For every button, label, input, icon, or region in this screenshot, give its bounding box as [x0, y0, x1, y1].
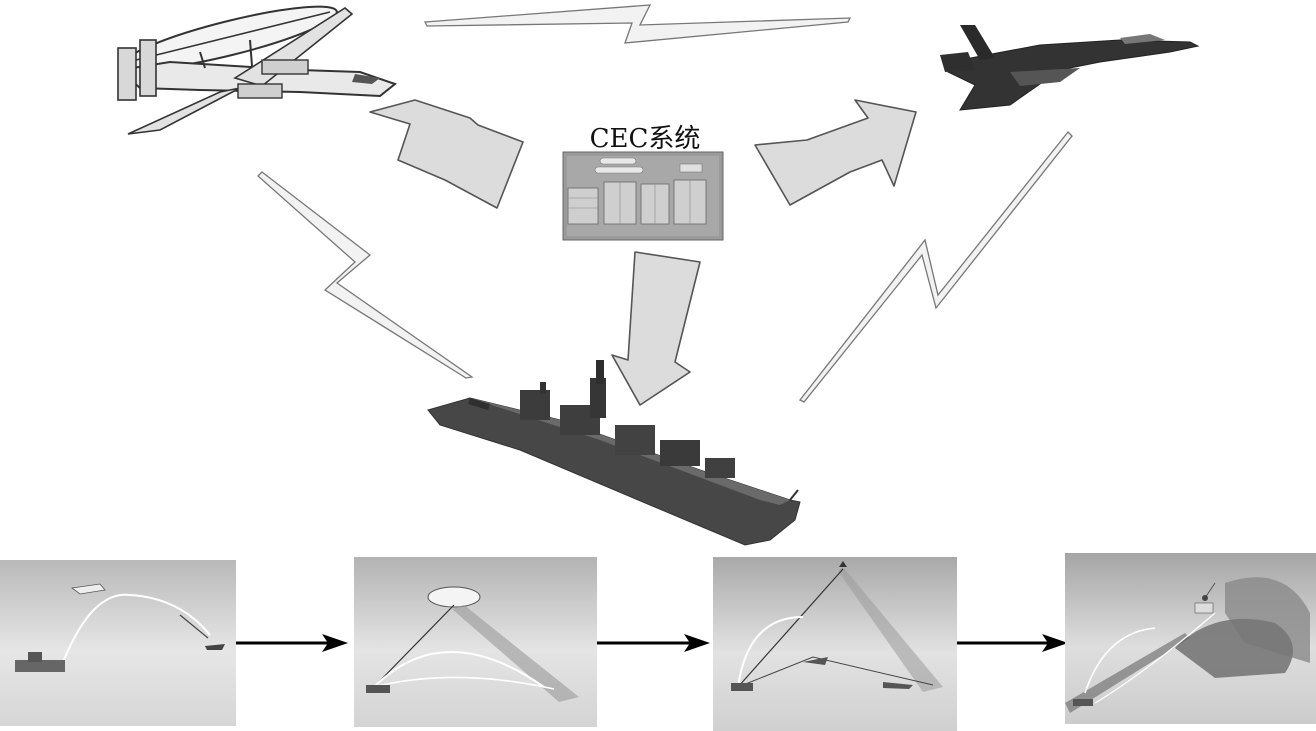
scene-panel-1 — [0, 560, 236, 726]
airship-relay-scene-icon — [354, 557, 597, 727]
arrow-to-fighter — [755, 100, 916, 205]
arrow-to-awacs — [370, 100, 523, 208]
e2-hawkeye-aircraft-icon — [118, 0, 395, 134]
flow-arrow-2 — [597, 634, 710, 652]
datalink-bolt-top — [425, 5, 850, 43]
scene-panel-2 — [354, 557, 597, 727]
cec-equipment-racks-icon — [563, 152, 723, 240]
flow-arrow-3 — [957, 634, 1068, 652]
warship-icon — [428, 360, 800, 545]
datalink-bolt-left — [258, 172, 472, 378]
cec-system-label: CEC系统 — [560, 118, 730, 155]
scene-panel-4 — [1065, 553, 1316, 724]
arrow-to-ship — [612, 252, 700, 405]
terrain-engagement-scene-icon — [1065, 553, 1316, 724]
multi-path-engagement-scene-icon — [713, 557, 957, 731]
aircraft-relay-scene-icon — [0, 560, 236, 726]
scene-panel-3 — [713, 557, 957, 731]
flow-arrow-1 — [236, 634, 348, 652]
fighter-jet-icon — [940, 25, 1198, 110]
